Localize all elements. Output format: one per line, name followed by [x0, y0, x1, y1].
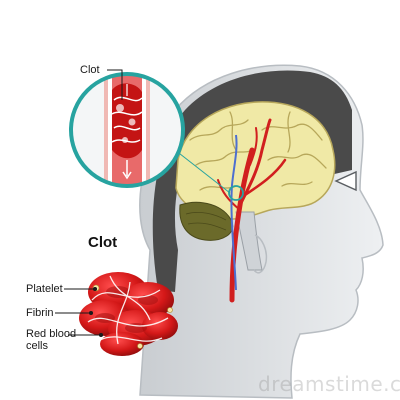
ear	[253, 234, 268, 274]
brain-folds	[189, 111, 327, 191]
watermark: dreamstime.com	[258, 372, 400, 396]
cerebellum	[179, 201, 234, 241]
zoom-clot-label: Clot	[80, 64, 100, 76]
fibrin-label: Fibrin	[26, 307, 54, 319]
clot-section-title: Clot	[88, 234, 118, 251]
red-blood-cells-label: Red blood cells	[26, 328, 77, 352]
platelet-label: Platelet	[26, 283, 63, 295]
zoom-clot-leader	[107, 69, 123, 100]
cerebral-arteries	[217, 118, 287, 303]
closeup-leaders	[55, 286, 104, 338]
clot-closeup	[79, 272, 178, 356]
cerebral-vein	[230, 134, 238, 291]
magnified-artery-lens	[69, 72, 185, 188]
clot-location-marker	[228, 185, 244, 201]
eye	[334, 170, 357, 192]
zoom-connector	[174, 149, 231, 194]
